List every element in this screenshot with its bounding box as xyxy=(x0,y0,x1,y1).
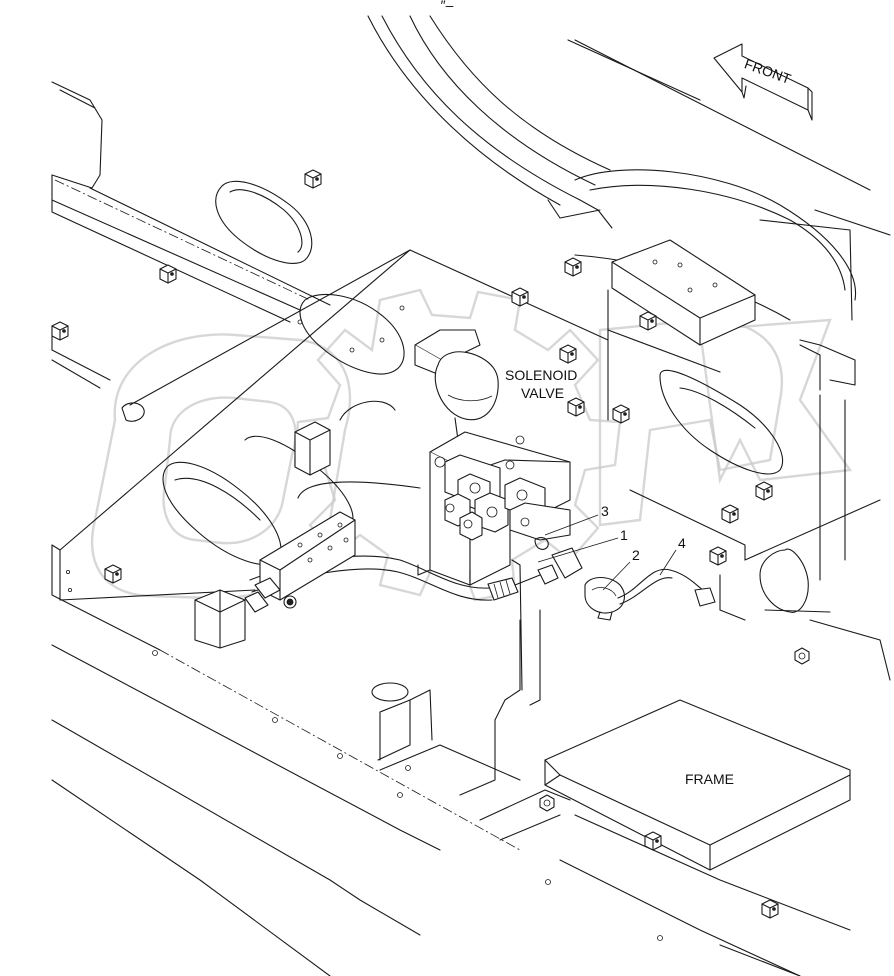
nut-cube xyxy=(564,257,582,277)
nut-cube xyxy=(304,169,322,189)
nut-cube xyxy=(755,481,773,501)
pressure-switch xyxy=(584,568,716,621)
header-mark: ″‒ xyxy=(441,0,454,13)
callout-number: 3 xyxy=(601,503,609,519)
nut-cube xyxy=(709,546,727,566)
accumulator xyxy=(414,329,499,446)
nut-cube xyxy=(159,264,177,284)
side-lug xyxy=(294,421,331,476)
nut-cubes xyxy=(51,169,810,919)
nut-cube xyxy=(644,831,662,851)
nut-cube xyxy=(761,899,779,919)
nut-cube xyxy=(104,564,122,584)
callout-number: 2 xyxy=(632,547,640,563)
nut-cube xyxy=(511,287,529,307)
main-mounting-plate xyxy=(51,249,609,651)
nut-cube xyxy=(559,344,577,364)
hex-nut xyxy=(539,794,555,812)
nut-cube xyxy=(51,321,69,341)
left-frame-beam xyxy=(51,81,331,389)
fitting-block xyxy=(244,481,421,613)
front-arrow-icon: FRONT xyxy=(713,43,813,121)
solenoid-label-line1: SOLENOID xyxy=(505,367,577,383)
frame-block: FRAME xyxy=(544,699,851,871)
callout-number: 1 xyxy=(620,527,628,543)
right-frame xyxy=(607,289,891,681)
hex-nut xyxy=(794,647,810,665)
callout-2: 2 xyxy=(602,547,640,591)
nut-cube xyxy=(639,311,657,331)
slot-hole xyxy=(215,180,313,264)
top-plate xyxy=(611,239,756,346)
callout-3: 3 xyxy=(544,503,609,536)
frame-label: FRAME xyxy=(685,771,734,787)
angle-bracket xyxy=(194,589,246,649)
nut-cube xyxy=(721,504,739,524)
solenoid-label-line2: VALVE xyxy=(521,385,564,401)
callout-4: 4 xyxy=(659,535,686,576)
callout-1: 1 xyxy=(537,527,628,563)
nut-cube xyxy=(612,404,630,424)
callout-number: 4 xyxy=(678,535,686,551)
solenoid-valve-block xyxy=(417,431,571,691)
nut-cube xyxy=(567,397,585,417)
